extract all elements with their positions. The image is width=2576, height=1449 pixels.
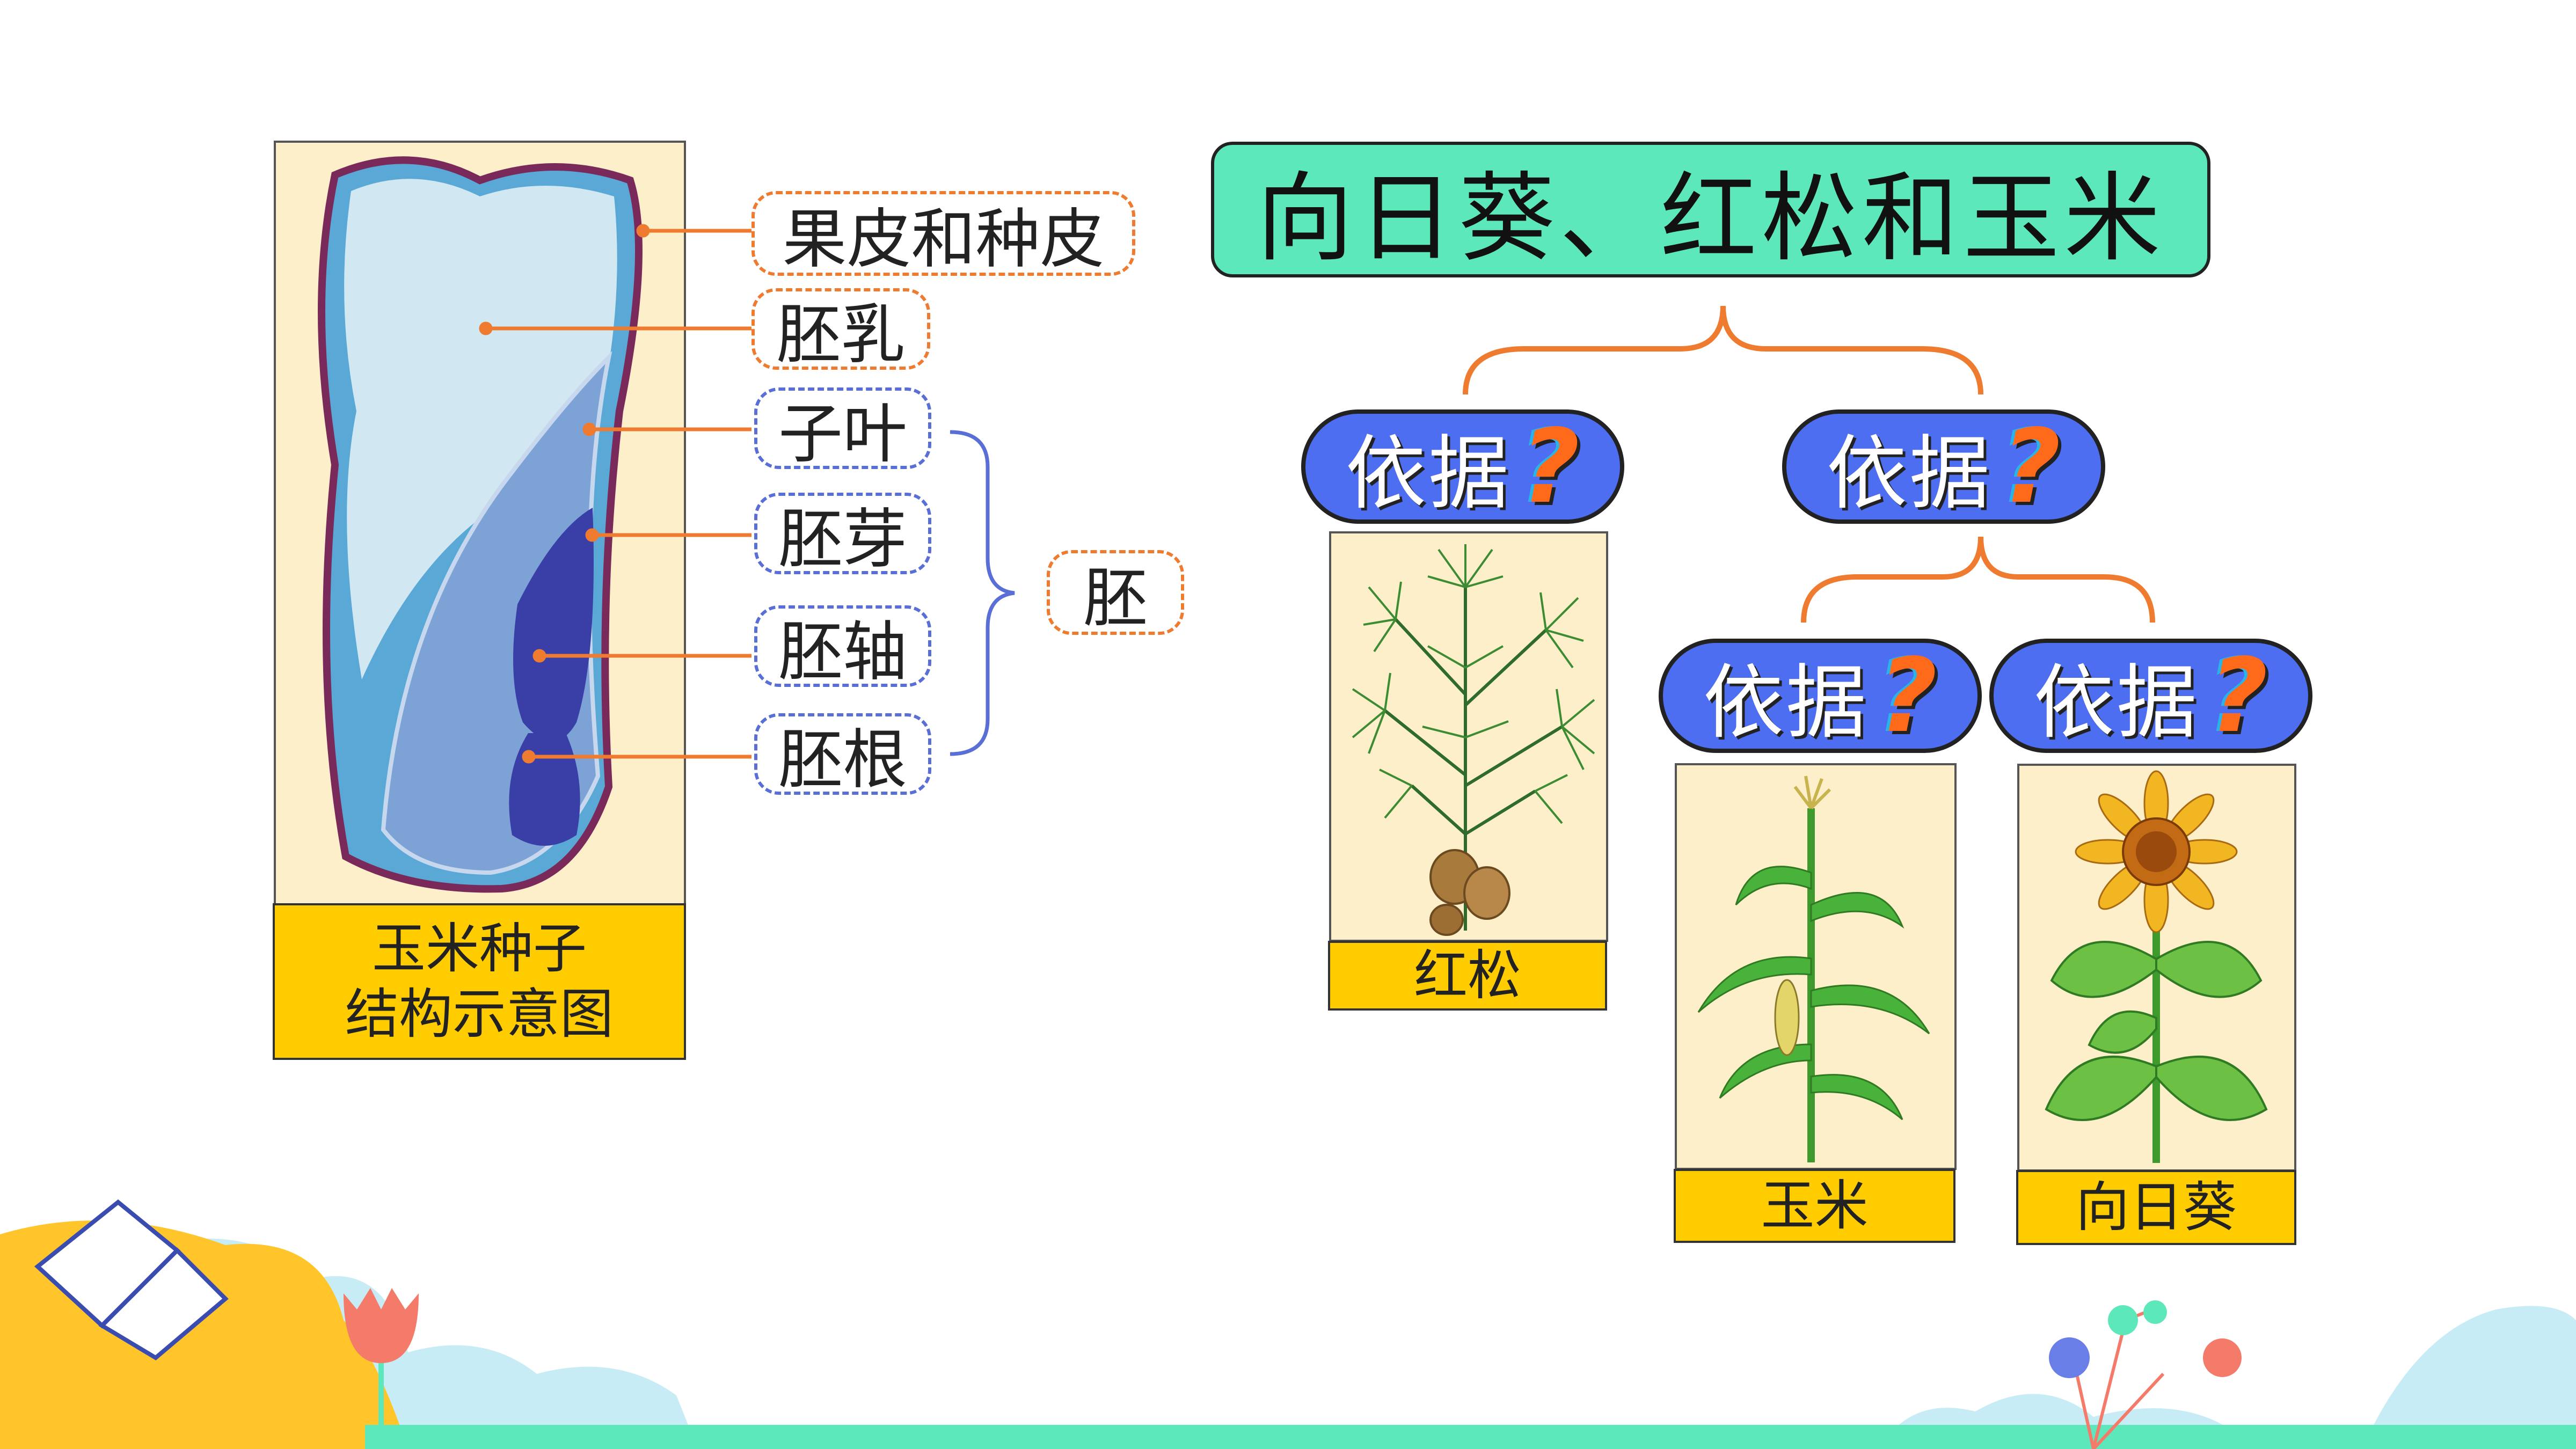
basis-label: 依据 [1703, 656, 1869, 750]
pine-image [1329, 531, 1608, 942]
label-endosperm: 胚乳 [751, 288, 930, 372]
book-icon [34, 1199, 229, 1360]
sub-brace [1801, 536, 2155, 623]
question-mark-icon: ? [1878, 636, 1938, 755]
corn-seed-cross-section [318, 156, 643, 893]
seed-caption: 玉米种子 结构示意图 [273, 903, 686, 1060]
basis-pill-top-right: 依据? [1782, 407, 2105, 526]
corn-seed-image [274, 141, 686, 905]
balloon-tree-icon [2049, 1300, 2242, 1449]
basis-pill-bottom-right: 依据? [1989, 636, 2312, 755]
pine-caption: 红松 [1328, 941, 1607, 1011]
corn-plant-drawing [1697, 775, 1930, 1162]
tulip-icon [344, 1288, 419, 1449]
question-mark-icon: ? [2001, 407, 2061, 526]
label-pericarp: 果皮和种皮 [751, 191, 1135, 277]
basis-pill-top-left: 依据? [1301, 407, 1624, 526]
label-hypocotyl: 胚轴 [754, 605, 931, 690]
pine-branch-drawing [1352, 544, 1595, 936]
footer-decoration [0, 1199, 2576, 1449]
embryo-brace [950, 430, 1015, 756]
sunflower-image [2017, 764, 2296, 1172]
corn-caption: 玉米 [1674, 1169, 1955, 1243]
seed-caption-line1: 玉米种子 [372, 917, 587, 980]
basis-label: 依据 [2033, 656, 2199, 750]
corn-image [1675, 763, 1957, 1170]
page-title: 向日葵、红松和玉米 [1211, 142, 2210, 277]
label-radicle: 胚根 [754, 713, 931, 797]
basis-pill-bottom-left: 依据? [1659, 636, 1982, 755]
sunflower-drawing [2045, 770, 2268, 1163]
sunflower-caption: 向日葵 [2016, 1170, 2296, 1245]
question-mark-icon: ? [1520, 407, 1580, 526]
question-mark-icon: ? [2208, 636, 2268, 755]
label-cotyledon: 子叶 [754, 387, 931, 472]
basis-label: 依据 [1345, 427, 1511, 521]
label-embryo: 胚 [1047, 550, 1184, 636]
label-plumule: 胚芽 [754, 493, 931, 577]
top-brace [1463, 305, 1983, 395]
seed-caption-line2: 结构示意图 [345, 983, 614, 1045]
basis-label: 依据 [1826, 427, 1992, 521]
